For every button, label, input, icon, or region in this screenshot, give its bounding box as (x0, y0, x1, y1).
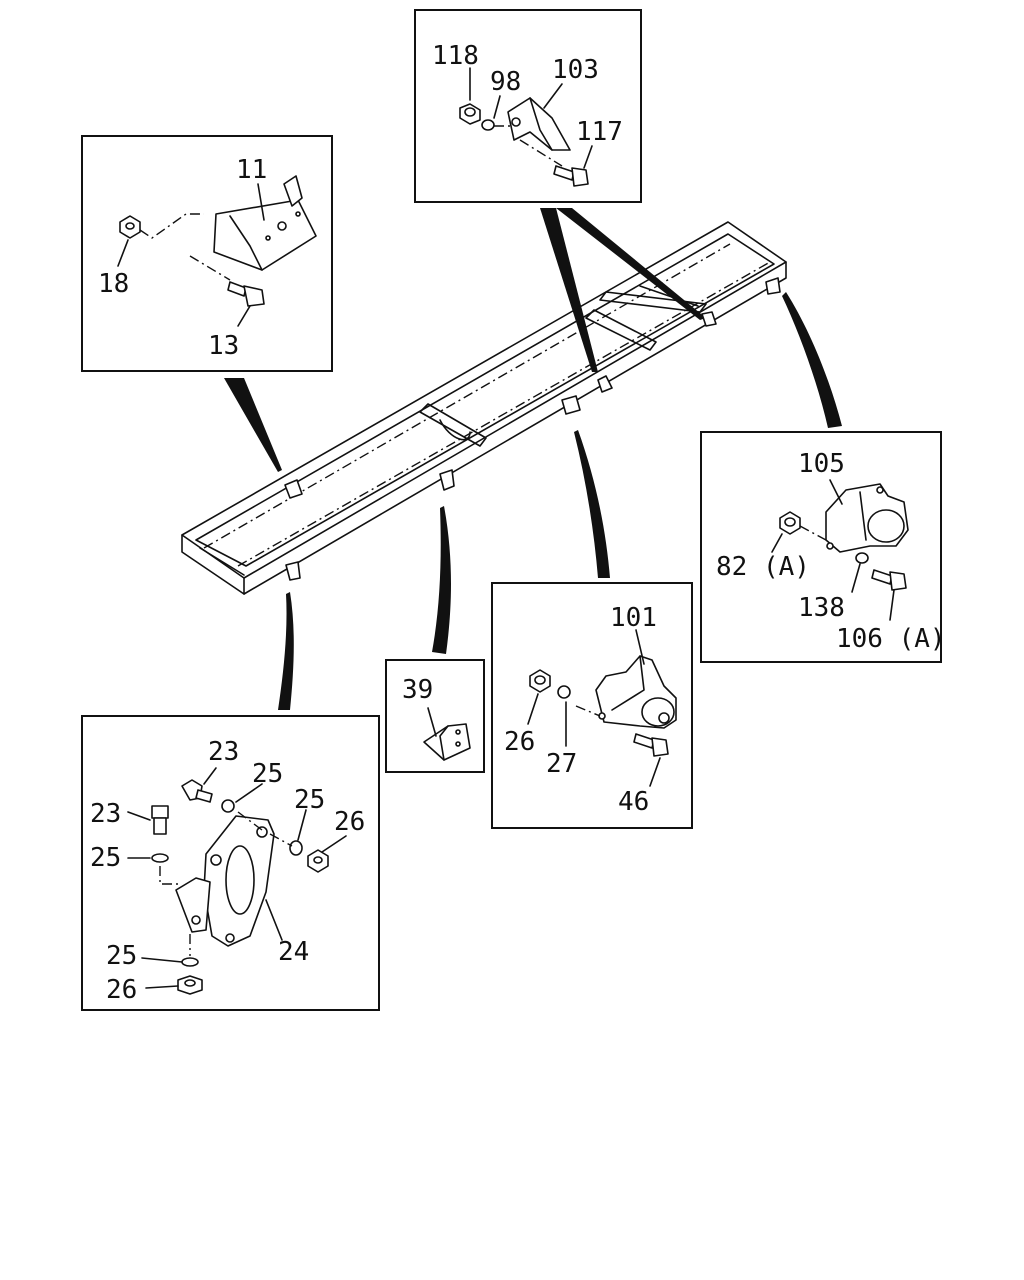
part-number-23-left: 23 (90, 799, 121, 829)
detail-box-small-center: 39 (385, 659, 485, 773)
nut-part-icon (459, 103, 481, 125)
washer-part-icon-138 (855, 552, 869, 564)
part-number-103: 103 (552, 55, 599, 85)
bolt-part-icon-46 (633, 733, 669, 757)
part-number-106a: 106 (A) (836, 624, 946, 654)
leader-to-small-center-box (432, 506, 451, 654)
large-bracket-part-icon (175, 815, 275, 947)
engine-mount-part-icon (825, 483, 909, 553)
part-number-13: 13 (208, 331, 239, 361)
leader-to-upper-left-box (224, 378, 282, 472)
washer-part-icon-25b (289, 840, 303, 856)
part-number-25-left: 25 (90, 843, 121, 873)
part-number-117: 117 (576, 117, 623, 147)
leader-to-center-right-box (574, 430, 610, 578)
leader-to-top-box (540, 208, 598, 372)
washer-part-icon (481, 119, 495, 131)
bolt-part-icon-106 (871, 569, 907, 591)
part-number-98: 98 (490, 67, 521, 97)
detail-box-upper-left: 11 18 13 (81, 135, 333, 372)
part-number-25-bottom: 25 (106, 941, 137, 971)
detail-box-center-right: 101 26 27 46 (491, 582, 693, 829)
bolt-part-icon (553, 165, 589, 187)
part-number-46: 46 (618, 787, 649, 817)
mount-insulator-part-icon (595, 655, 677, 729)
leader-to-top-box-2 (556, 208, 706, 320)
part-number-11: 11 (236, 155, 267, 185)
nut-part-icon-26a (307, 849, 329, 873)
part-number-18: 18 (98, 269, 129, 299)
part-number-26-bottom: 26 (106, 975, 137, 1005)
part-number-26-right: 26 (334, 807, 365, 837)
bracket-part-icon (507, 97, 571, 151)
washer-part-icon-25c (151, 853, 169, 863)
part-number-118: 118 (432, 41, 479, 71)
nut-part-icon-26b (177, 975, 203, 995)
detail-box-lower-left: 23 25 25 26 23 25 24 25 26 (81, 715, 380, 1011)
washer-part-icon-25a (221, 799, 235, 813)
part-number-25-right: 25 (294, 785, 325, 815)
bolt-part-icon-23a (181, 779, 213, 803)
part-number-138: 138 (798, 593, 845, 623)
flange-nut-part-icon (119, 215, 141, 239)
part-number-24: 24 (278, 937, 309, 967)
part-number-82a: 82 (A) (716, 552, 810, 582)
part-number-101: 101 (610, 603, 657, 633)
flange-bolt-part-icon (227, 281, 265, 307)
chassis-frame (181, 221, 787, 595)
nut-part-icon-26 (529, 669, 551, 693)
small-bracket-part-icon (423, 723, 471, 761)
washer-part-icon-25d (181, 957, 199, 967)
leader-to-right-box (782, 292, 842, 428)
part-number-25-top: 25 (252, 759, 283, 789)
nut-part-icon-82 (779, 511, 801, 535)
part-number-27: 27 (546, 749, 577, 779)
leader-to-lower-left-box (278, 592, 294, 710)
detail-box-top-center: 118 98 103 117 (414, 9, 642, 203)
part-number-105: 105 (798, 449, 845, 479)
part-number-39: 39 (402, 675, 433, 705)
part-number-26: 26 (504, 727, 535, 757)
bolt-part-icon-23b (151, 805, 169, 835)
leader-wedges (224, 208, 842, 710)
detail-box-right: 105 82 (A) 138 106 (A) (700, 431, 946, 663)
washer-part-icon-27 (557, 685, 571, 699)
part-number-23-top: 23 (208, 737, 239, 767)
plate-bracket-part-icon (213, 175, 317, 271)
